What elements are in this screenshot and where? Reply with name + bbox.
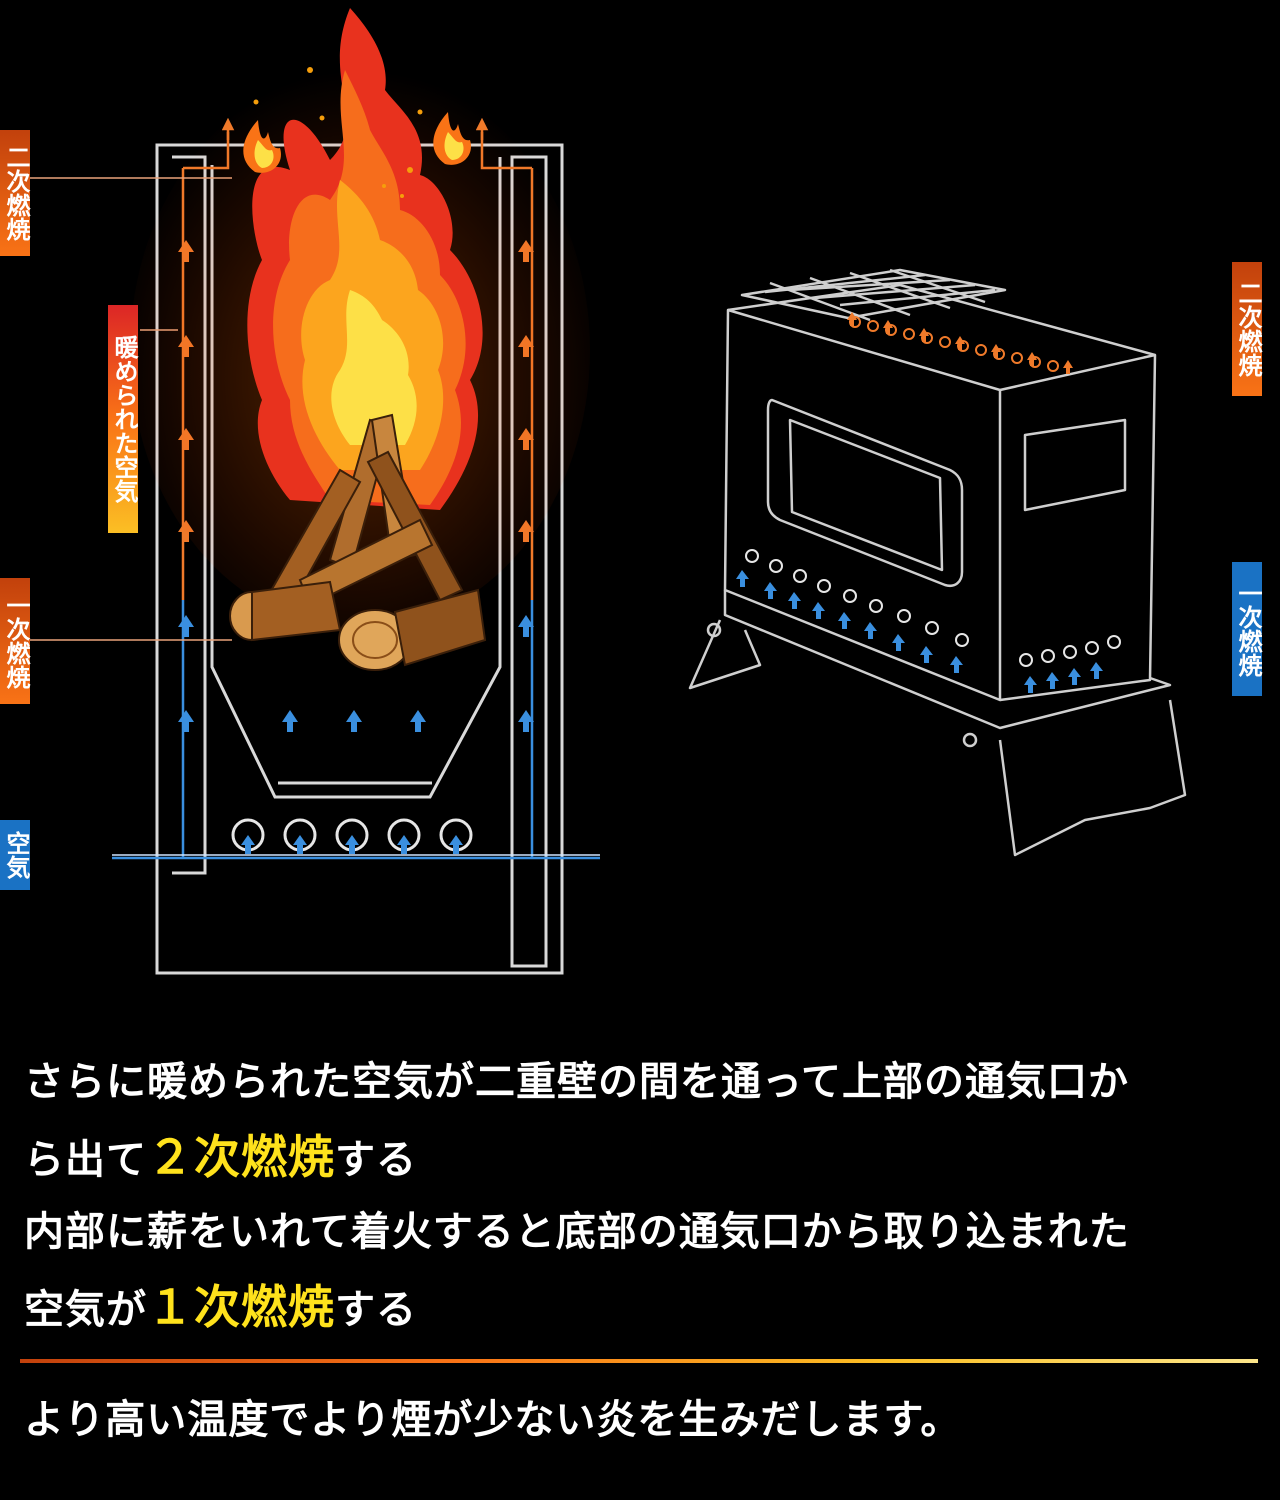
caption-line-4: 空気が１次燃焼する [24,1270,1264,1347]
arrow-up [1046,672,1059,689]
arrow-up [397,835,411,854]
caption-line-3: 内部に薪をいれて着火すると底部の通気口から取り込まれた [24,1209,1130,1255]
arrow-up [892,634,905,651]
stove-diagram [30,8,1187,975]
front-face [723,308,1002,702]
arrow-up [950,656,963,673]
summary-text: より高い温度でより煙が少ない炎を生みだします。 [24,1397,962,1443]
front-window [766,398,964,587]
arrow-up [920,646,933,663]
arrow-up [788,592,801,609]
firewood-logs-icon [229,413,487,671]
arrow-up [883,320,893,334]
secondary-flame-icon-left [243,120,281,173]
arrow-up [736,570,749,587]
stove-3d-blue-arrows [736,570,1103,693]
firebox [210,157,502,799]
highlight-primary-combustion: １次燃焼 [147,1280,335,1334]
label-secondary-combustion-left: 二次燃焼 [0,130,30,256]
stove-3d-bottom-holes [745,549,1121,667]
stove-3d-top-holes [849,316,1059,372]
grill-grate [740,268,1007,320]
right-leg [998,699,1187,857]
base-tray [723,590,1172,730]
label-primary-combustion-right: 一次燃焼 [1232,562,1262,696]
log [393,588,487,667]
caption-line-4-pre: 空気が [24,1287,147,1333]
stove-3d-view [688,268,1187,857]
arrow-up [1063,360,1073,374]
arrow-up [991,344,1001,358]
arrow-up [518,615,534,637]
arrow-up [241,835,255,854]
stove-3d-orange-arrows [847,312,1073,374]
arrow-up [345,835,359,854]
arrow-up [1068,668,1081,685]
arrow-up [919,328,929,342]
label-primary-combustion-left: 一次燃焼 [0,578,30,704]
right-inner-wall [510,155,548,968]
arrow-up [838,612,851,629]
arrow-up [346,710,362,732]
log-ring [352,621,398,659]
arrow-up [1027,352,1037,366]
side-face [999,353,1157,702]
secondary-flame-icon-right [433,112,471,165]
arrow-up [178,710,194,732]
bolt [706,622,722,638]
main-flame-icon [247,8,483,510]
caption-line-4-post: する [335,1287,417,1333]
front-window-inner [788,418,944,572]
arrow-up [1024,676,1037,693]
label-air: 空気 [0,820,30,890]
label-warmed-air: 暖められた空気 [108,305,138,533]
arrow-up [293,835,307,854]
arrow-up [955,336,965,350]
arrow-up [282,710,298,732]
caption-line-2: ら出て２次燃焼する [24,1120,1264,1197]
bolt [962,732,978,748]
label-secondary-combustion-right: 二次燃焼 [1232,262,1262,396]
top-rim [727,283,1156,357]
arrow-up [812,602,825,619]
left-leg [688,619,762,690]
arrow-up [864,622,877,639]
arrow-up [847,312,857,326]
gradient-divider [20,1359,1258,1363]
side-door [1023,418,1127,512]
ember-dots [253,67,423,198]
arrow-up [1090,662,1103,679]
arrow-up [449,835,463,854]
arrow-up [518,710,534,732]
caption-line-1: さらに暖められた空気が二重壁の間を通って上部の通気口か [24,1059,1129,1105]
arrow-up [764,582,777,599]
grill-grate [769,268,986,322]
intake-arrows [241,835,463,854]
log [251,580,342,642]
blue-arrows [178,615,534,732]
grill-grate [764,273,996,307]
top-small-arrows [221,117,489,140]
arrow-up [178,615,194,637]
highlight-secondary-combustion: ２次燃焼 [147,1130,335,1184]
caption-line-2-post: する [335,1137,417,1183]
caption-line-2-pre: ら出て [24,1137,147,1183]
arrow-up [410,710,426,732]
